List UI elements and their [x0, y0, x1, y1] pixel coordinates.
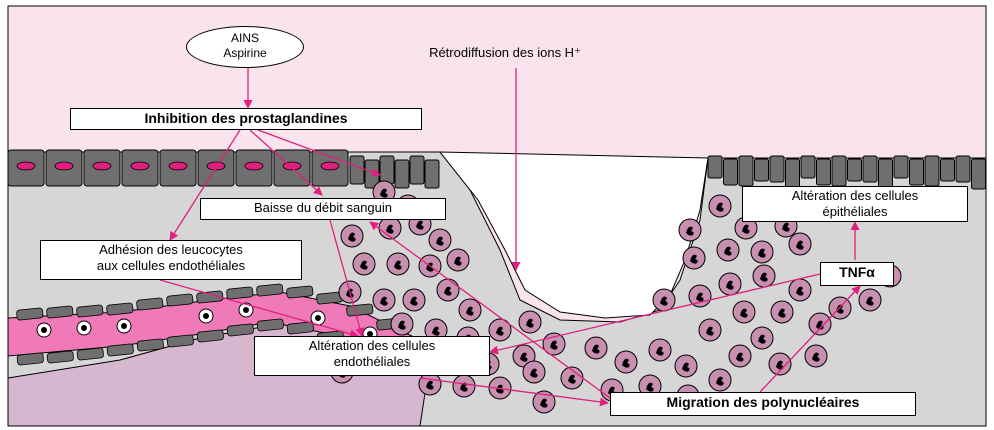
- adhesion-line-2: aux cellules endothéliales: [45, 258, 297, 274]
- retrodiffusion-label: Rétrodiffusion des ions H⁺: [360, 44, 650, 62]
- epithelial-nucleus: [17, 162, 35, 170]
- endothelial-cell: [137, 339, 164, 352]
- endothelial-cell: [226, 287, 253, 300]
- damaged-epithelial-cell: [755, 159, 769, 181]
- adhesion-line-1: Adhésion des leucocytes: [45, 242, 297, 258]
- damaged-epithelial-cell: [739, 156, 753, 186]
- damaged-epithelial-cell: [956, 156, 970, 182]
- alteration-epithelial-box: Altération des cellules épithéliales: [742, 186, 968, 222]
- endothelial-cell: [287, 322, 314, 335]
- damaged-epithelial-cell: [786, 159, 800, 189]
- damaged-epithelial-cell: [972, 159, 986, 189]
- damaged-epithelial-cell: [350, 156, 364, 184]
- alteration-epithelial-line-1: Altération des cellules: [747, 188, 963, 204]
- blood-cell-nucleus: [121, 323, 127, 329]
- damaged-epithelial-cell: [832, 156, 846, 186]
- blood-cell-nucleus: [81, 325, 87, 331]
- blood-cell-nucleus: [243, 307, 249, 313]
- adhesion-box: Adhésion des leucocytes aux cellules end…: [40, 240, 302, 280]
- damaged-epithelial-cell: [863, 156, 877, 182]
- damaged-epithelial-cell: [910, 159, 924, 185]
- epithelial-nucleus: [321, 162, 339, 170]
- endothelial-cell: [167, 335, 194, 348]
- damaged-epithelial-cell: [425, 160, 439, 188]
- alteration-endothelial-line-1: Altération des cellules: [259, 338, 485, 354]
- ains-label: AINS: [191, 31, 299, 46]
- endothelial-cell: [47, 351, 74, 364]
- endothelial-cell: [17, 353, 44, 366]
- endothelial-cell: [77, 348, 104, 361]
- blood-cell-nucleus: [315, 315, 321, 321]
- endothelial-cell: [76, 305, 103, 318]
- alteration-endothelial-line-2: endothéliales: [259, 354, 485, 370]
- damaged-epithelial-cell: [380, 156, 394, 184]
- damaged-epithelial-cell: [925, 156, 939, 186]
- blood-cell-nucleus: [41, 327, 47, 333]
- epithelial-nucleus: [245, 162, 263, 170]
- endothelial-cell: [136, 298, 163, 311]
- alteration-endothelial-box: Altération des cellules endothéliales: [254, 336, 490, 376]
- endothelial-cell: [227, 324, 254, 337]
- epithelial-nucleus: [93, 162, 111, 170]
- blood-cell-nucleus: [203, 313, 209, 319]
- epithelial-nucleus: [131, 162, 149, 170]
- endothelial-cell: [256, 284, 283, 297]
- damaged-epithelial-cell: [395, 160, 409, 188]
- damaged-epithelial-cell: [770, 156, 784, 182]
- alteration-epithelial-line-2: épithéliales: [747, 204, 963, 220]
- epithelial-nucleus: [283, 162, 301, 170]
- epithelial-nucleus: [169, 162, 187, 170]
- aspirine-label: Aspirine: [191, 46, 299, 61]
- tnf-box: TNFα: [820, 262, 894, 286]
- endothelial-cell: [257, 319, 284, 332]
- inhibition-box: Inhibition des prostaglandines: [70, 108, 422, 130]
- migration-box: Migration des polynucléaires: [610, 392, 916, 416]
- ains-oval: AINS Aspirine: [186, 26, 304, 68]
- endothelial-cell: [107, 344, 134, 357]
- baisse-box: Baisse du débit sanguin: [200, 198, 446, 220]
- damaged-epithelial-cell: [801, 156, 815, 178]
- endothelial-cell: [166, 294, 193, 307]
- damaged-epithelial-cell: [817, 159, 831, 185]
- damaged-epithelial-cell: [708, 156, 722, 178]
- endothelial-cell: [346, 304, 373, 317]
- endothelial-cell: [46, 306, 73, 319]
- endothelial-cell: [286, 286, 313, 299]
- damaged-epithelial-cell: [848, 159, 862, 181]
- damaged-epithelial-cell: [410, 156, 424, 184]
- endothelial-cell: [106, 303, 133, 316]
- endothelial-cell: [16, 308, 43, 321]
- damaged-epithelial-cell: [941, 159, 955, 181]
- damaged-epithelial-cell: [724, 159, 738, 185]
- epithelial-nucleus: [55, 162, 73, 170]
- endothelial-cell: [197, 330, 224, 343]
- damaged-epithelial-cell: [879, 159, 893, 189]
- damaged-epithelial-cell: [894, 156, 908, 178]
